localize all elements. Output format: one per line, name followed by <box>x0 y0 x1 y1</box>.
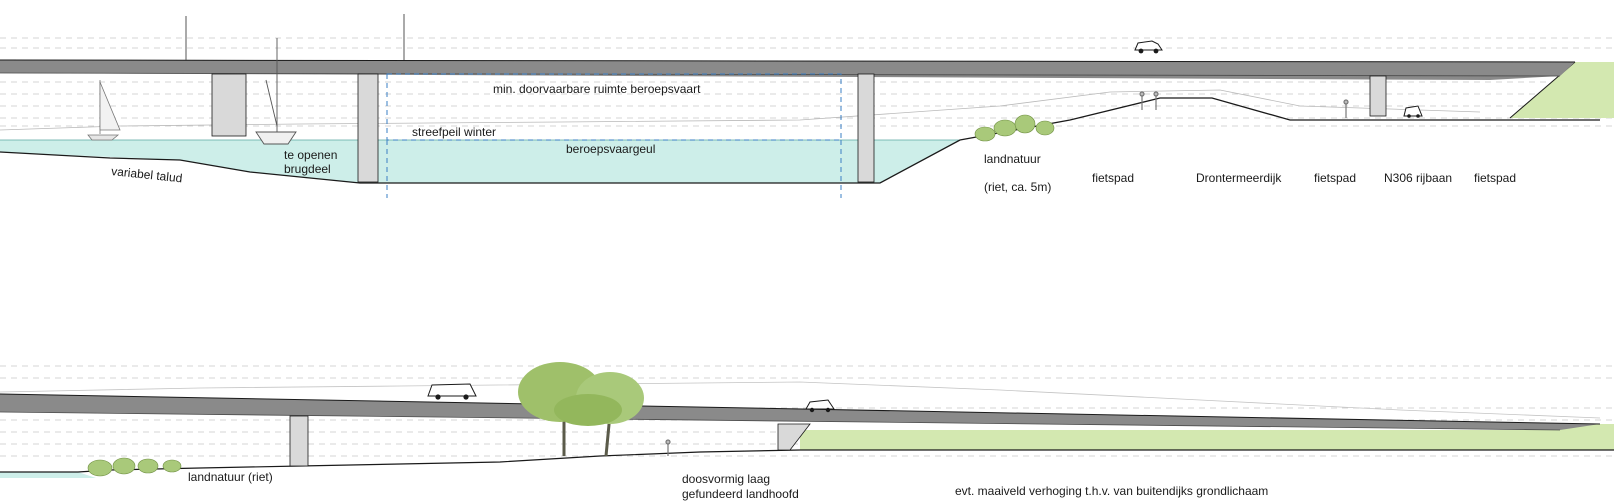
label-channel: beroepsvaargeul <box>566 142 656 156</box>
tree-icon <box>518 362 644 457</box>
label-clearance: min. doorvaarbare ruimte beroepsvaart <box>493 82 701 96</box>
bottom-section <box>0 362 1614 478</box>
bottom-pedestrian-icon <box>665 439 671 456</box>
bottom-ground-line <box>0 449 1614 473</box>
car-under-bridge-icon <box>1403 105 1423 118</box>
bascule-bridge-icon <box>255 38 297 145</box>
pedestrian-icons <box>1139 91 1349 118</box>
label-cycle-path-3: fietspad <box>1474 171 1517 185</box>
bridge-deck-top <box>0 59 1576 63</box>
bottom-pillars <box>289 415 811 467</box>
label-abutment-2: gefundeerd landhoofd <box>682 487 799 501</box>
bottom-grass <box>800 424 1614 450</box>
right-embankment-grass <box>1510 62 1614 118</box>
bridge-deck-bottom <box>0 72 1561 77</box>
bottom-faint-terrain <box>0 381 1601 419</box>
reed-vegetation <box>974 114 1055 142</box>
bottom-water <box>0 472 96 478</box>
bottom-reed-vegetation <box>87 457 182 477</box>
bridge-pillars <box>211 73 1387 183</box>
label-dike: Drontermeerdijk <box>1196 171 1282 185</box>
label-bridge-part-2: brugdeel <box>284 162 331 176</box>
riverbed-line <box>0 97 1600 184</box>
label-ground-raise: evt. maaiveld verhoging t.h.v. van buite… <box>955 484 1269 498</box>
bottom-deck-top <box>0 393 1601 425</box>
faint-terrain-line <box>0 89 1481 131</box>
label-nature-2: (riet, ca. 5m) <box>984 180 1052 194</box>
clearance-envelope <box>386 73 842 198</box>
label-winter-level: streefpeil winter <box>412 125 497 139</box>
label-bottom-nature: landnatuur (riet) <box>188 470 273 484</box>
bottom-car-icon <box>805 399 835 413</box>
label-bridge-part-1: te openen <box>284 148 338 162</box>
bridge-masts <box>185 14 405 60</box>
bottom-deck-bottom <box>0 411 1561 431</box>
water-body <box>0 140 960 183</box>
label-cycle-path-1: fietspad <box>1092 171 1135 185</box>
label-road: N306 rijbaan <box>1384 171 1453 185</box>
label-cycle-path-2: fietspad <box>1314 171 1357 185</box>
sailboat-icon <box>87 80 121 141</box>
car-icon <box>1134 40 1163 54</box>
van-icon <box>427 383 477 400</box>
bottom-bridge-deck <box>0 394 1600 430</box>
top-section <box>0 14 1614 198</box>
label-nature-1: landnatuur <box>984 152 1041 166</box>
label-abutment-1: doosvormig laag <box>682 472 771 486</box>
